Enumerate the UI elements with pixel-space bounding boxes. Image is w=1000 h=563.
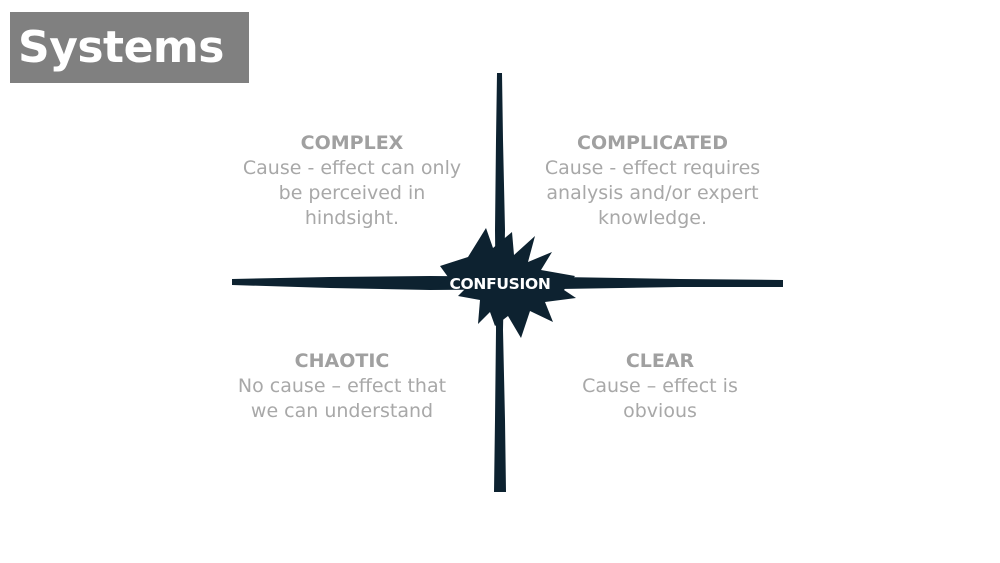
quadrant-complex-title: COMPLEX <box>300 132 404 154</box>
quadrant-chaotic-description: No cause – effect that we can understand <box>237 375 447 422</box>
quadrant-clear-title: CLEAR <box>625 350 695 372</box>
quadrant-chaotic: CHAOTIC No cause – effect that we can un… <box>222 349 462 424</box>
title-banner: Systems <box>10 12 249 83</box>
quadrant-clear: CLEAR Cause – effect is obvious <box>560 349 760 424</box>
quadrant-clear-description: Cause – effect is obvious <box>582 375 738 422</box>
quadrant-complex-description: Cause - effect can only be perceived in … <box>242 157 462 229</box>
quadrant-complicated-title: COMPLICATED <box>577 132 728 154</box>
burst-icon <box>438 228 576 338</box>
center-label: CONFUSION <box>449 275 551 293</box>
quadrant-complex: COMPLEX Cause - effect can only be perce… <box>232 131 472 231</box>
quadrant-chaotic-title: CHAOTIC <box>294 350 390 372</box>
quadrant-complicated: COMPLICATED Cause - effect requires anal… <box>530 131 775 231</box>
quadrant-complicated-description: Cause - effect requires analysis and/or … <box>544 157 761 229</box>
page-title: Systems <box>18 21 224 73</box>
